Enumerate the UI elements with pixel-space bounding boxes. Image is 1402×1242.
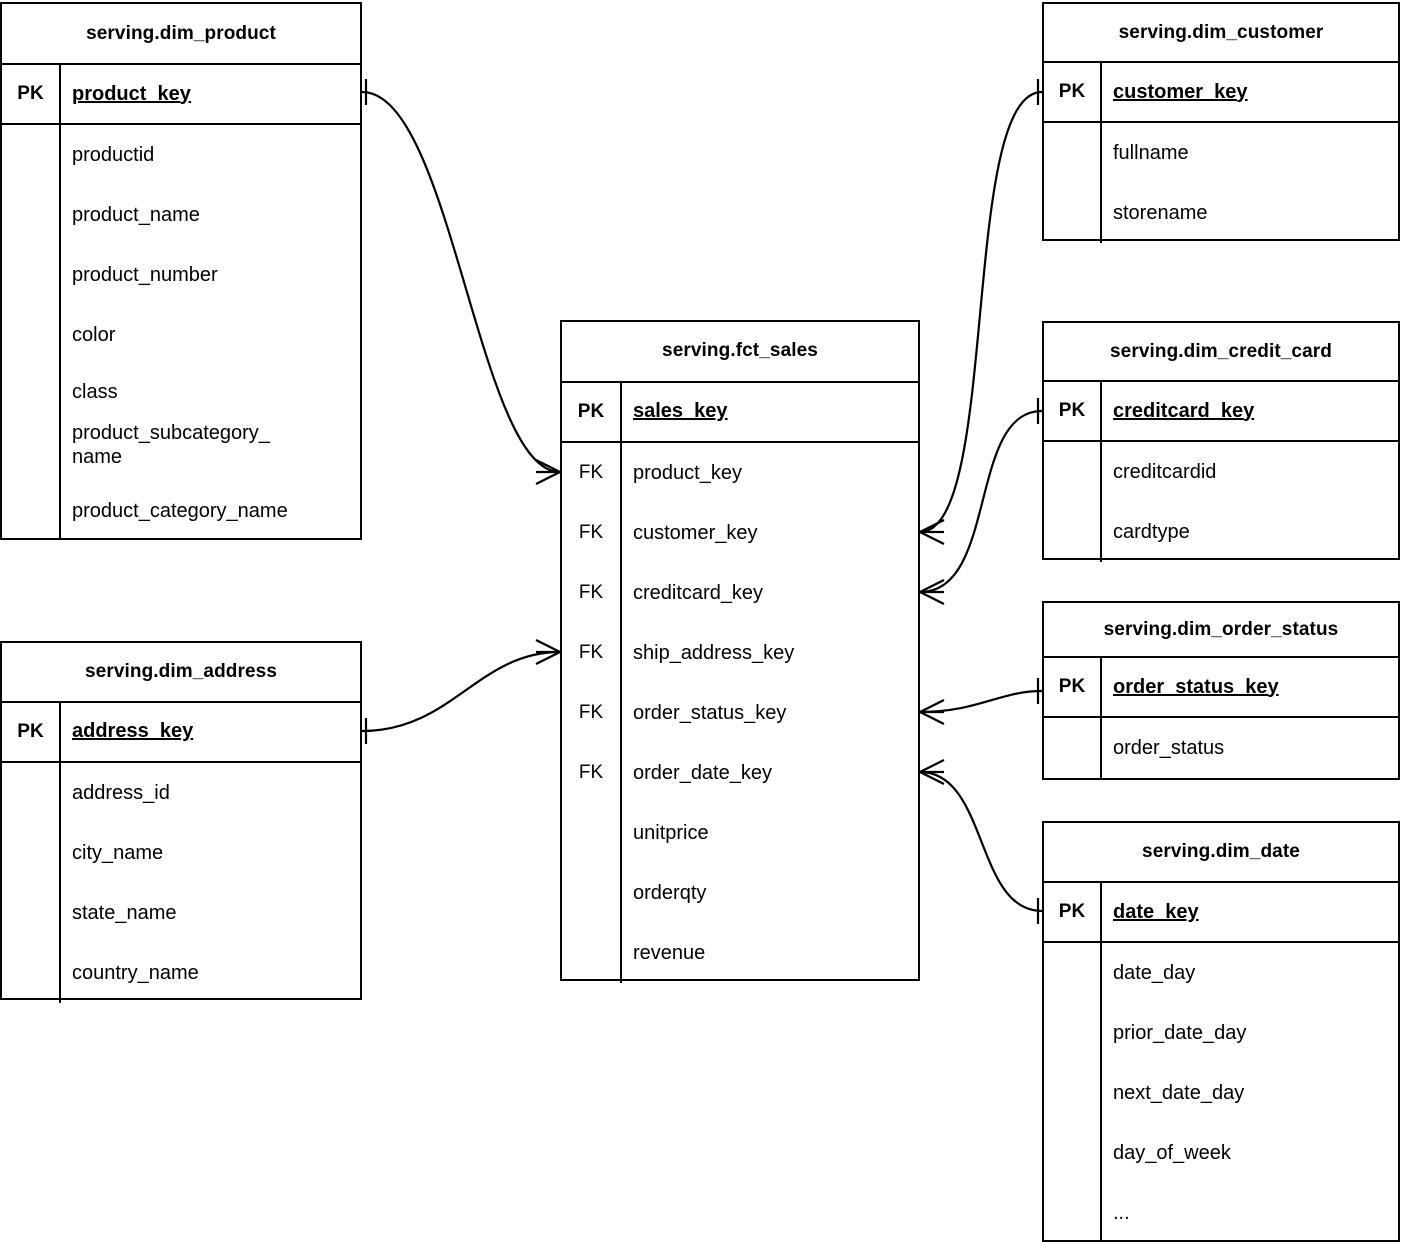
field-ship-address-key: ship_address_key: [633, 641, 795, 664]
pk-row-dim-credit-card: PK creditcard_key: [1044, 382, 1398, 443]
field-creditcard-key: creditcard_key: [633, 581, 764, 604]
pk-row-dim-customer: PK customer_key: [1044, 63, 1398, 124]
attr-next-date-day: next_date_day: [1113, 1082, 1245, 1105]
pk-field-date-key: date_key: [1113, 900, 1199, 923]
attr-order-status: order_status: [1113, 737, 1225, 759]
fk-badge-creditcard-key: FK: [578, 581, 604, 603]
relationship-address-to-sales: [361, 639, 561, 744]
attributes-dim-credit-card: creditcardid cardtype: [1044, 442, 1398, 563]
entity-dim-customer[interactable]: serving.dim_customer PK customer_key ful…: [1042, 2, 1400, 244]
entity-title-dim-address: serving.dim_address: [2, 643, 360, 703]
pk-row-dim-date: PK date_key: [1044, 883, 1398, 944]
pk-field-customer-key: customer_key: [1113, 80, 1248, 103]
pk-badge: PK: [1044, 382, 1102, 441]
relationship-customer-to-sales: [919, 79, 1043, 545]
fk-badge-order-date-key: FK: [578, 761, 604, 783]
entity-title-dim-customer: serving.dim_customer: [1044, 4, 1398, 64]
pk-badge: PK: [1044, 63, 1102, 122]
attributes-dim-address: address_id city_name state_name country_…: [2, 762, 360, 1003]
field-customer-key: customer_key: [633, 521, 758, 544]
pk-row-dim-product: PK product_key: [2, 65, 360, 125]
attr-key-spacer: [2, 762, 61, 1003]
field-order-status-key: order_status_key: [633, 701, 787, 724]
pk-badge: PK: [562, 382, 622, 441]
relationship-order-status-to-sales: [919, 678, 1043, 725]
crow-foot: [535, 639, 561, 665]
relationship-creditcard-to-sales: [919, 398, 1043, 605]
field-order-date-key: order_date_key: [633, 761, 772, 784]
entity-title-dim-date: serving.dim_date: [1044, 823, 1398, 884]
entity-title-dim-credit-card: serving.dim_credit_card: [1044, 323, 1398, 383]
entity-title-fct-sales: serving.fct_sales: [562, 322, 918, 383]
field-unitprice: unitprice: [633, 821, 709, 844]
pk-field-sales-key: sales_key: [633, 400, 728, 423]
pk-badge: PK: [2, 65, 61, 123]
field-orderqty: orderqty: [633, 881, 707, 904]
pk-badge: PK: [1044, 658, 1102, 716]
fk-key-column: FK FK FK FK FK FK: [562, 442, 622, 983]
attr-creditcardid: creditcardid: [1113, 461, 1217, 484]
attr-prior-date-day: prior_date_day: [1113, 1022, 1247, 1045]
crow-foot: [919, 759, 945, 785]
attr-class: class: [72, 380, 118, 403]
attr-country-name: country_name: [72, 961, 199, 984]
attributes-dim-order-status: order_status: [1044, 718, 1398, 778]
fk-badge-ship-address-key: FK: [578, 641, 604, 663]
attr-productid: productid: [72, 144, 155, 166]
pk-field-order-status-key: order_status_key: [1113, 675, 1279, 698]
entity-dim-date[interactable]: serving.dim_date PK date_key date_day pr…: [1042, 821, 1400, 1242]
attributes-dim-customer: fullname storename: [1044, 123, 1398, 244]
attr-date-day: date_day: [1113, 962, 1196, 985]
fk-badge-product-key: FK: [578, 461, 604, 483]
entity-title-dim-order-status: serving.dim_order_status: [1044, 603, 1398, 658]
attr-key-spacer: [1044, 943, 1102, 1242]
entity-dim-address[interactable]: serving.dim_address PK address_key addre…: [0, 641, 362, 1003]
attr-state-name: state_name: [72, 901, 177, 924]
attributes-fct-sales: FK FK FK FK FK FK product_key customer_k…: [562, 442, 918, 983]
attr-key-spacer: [1044, 718, 1102, 778]
attr-ellipsis: ...: [1113, 1202, 1130, 1225]
crow-foot: [535, 459, 561, 485]
fk-badge-customer-key: FK: [578, 521, 604, 543]
relationship-product-to-sales: [361, 79, 561, 485]
attr-address-id: address_id: [72, 781, 170, 804]
attr-key-spacer: [1044, 442, 1102, 563]
attr-product-category-name: product_category_name: [72, 499, 288, 522]
attr-fullname: fullname: [1113, 142, 1189, 165]
pk-row-dim-order-status: PK order_status_key: [1044, 658, 1398, 718]
field-product-key: product_key: [633, 461, 742, 484]
attr-storename: storename: [1113, 202, 1208, 225]
pk-badge: PK: [1044, 883, 1102, 942]
attr-product-subcategory-name: product_subcategory_ name: [72, 422, 270, 468]
attr-product-number: product_number: [72, 264, 218, 286]
relationship-date-to-sales: [919, 759, 1043, 924]
pk-badge: PK: [2, 702, 61, 761]
field-revenue: revenue: [633, 941, 706, 964]
attributes-dim-product: productid product_name product_number co…: [2, 125, 360, 538]
entity-dim-order-status[interactable]: serving.dim_order_status PK order_status…: [1042, 601, 1400, 780]
entity-fct-sales[interactable]: serving.fct_sales PK sales_key FK FK FK …: [560, 320, 920, 983]
attr-day-of-week: day_of_week: [1113, 1142, 1231, 1165]
attr-cardtype: cardtype: [1113, 521, 1190, 544]
attr-product-name: product_name: [72, 204, 200, 226]
attr-city-name: city_name: [72, 841, 164, 864]
pk-field-creditcard-key: creditcard_key: [1113, 399, 1255, 422]
pk-row-fct-sales: PK sales_key: [562, 382, 918, 443]
entity-dim-credit-card[interactable]: serving.dim_credit_card PK creditcard_ke…: [1042, 321, 1400, 563]
attr-color: color: [72, 324, 116, 346]
attr-key-spacer: [2, 125, 61, 538]
pk-field-product-key: product_key: [72, 82, 191, 105]
entity-title-dim-product: serving.dim_product: [2, 4, 360, 65]
pk-field-address-key: address_key: [72, 720, 194, 743]
attr-key-spacer: [1044, 123, 1102, 244]
crow-foot: [919, 579, 945, 605]
attributes-dim-date: date_day prior_date_day next_date_day da…: [1044, 943, 1398, 1242]
crow-foot: [919, 699, 945, 725]
pk-row-dim-address: PK address_key: [2, 702, 360, 763]
crow-foot: [919, 519, 945, 545]
fk-badge-order-status-key: FK: [578, 701, 604, 723]
entity-dim-product[interactable]: serving.dim_product PK product_key produ…: [0, 2, 362, 540]
